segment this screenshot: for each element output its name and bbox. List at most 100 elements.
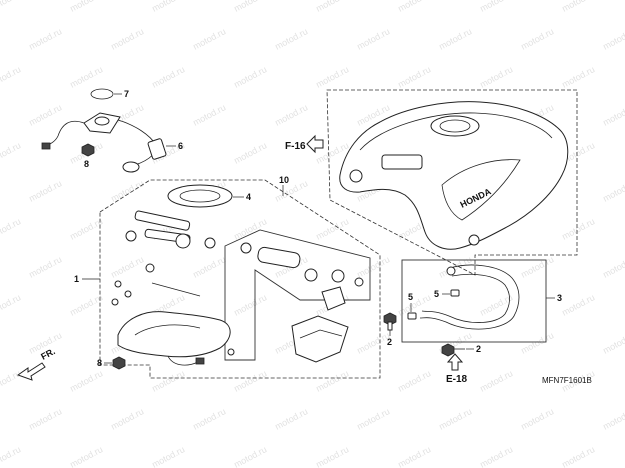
pump-small-part-b bbox=[124, 290, 132, 298]
pump-clip-a bbox=[331, 269, 345, 283]
watermark-text: motod.ru bbox=[68, 368, 104, 394]
ref-f16-arrow bbox=[306, 134, 324, 154]
watermark-text: motod.ru bbox=[273, 26, 309, 52]
pump-small-part-c bbox=[111, 298, 119, 306]
pump-fitting-c bbox=[125, 230, 137, 242]
bolt-2-left bbox=[383, 312, 397, 331]
watermark-text: motod.ru bbox=[0, 216, 22, 242]
fuel-pump-inner-box bbox=[224, 229, 371, 361]
watermark-text: motod.ru bbox=[355, 330, 391, 356]
watermark-text: motod.ru bbox=[519, 406, 555, 432]
watermark-text: motod.ru bbox=[150, 368, 186, 394]
pump-rod bbox=[151, 282, 201, 297]
watermark-text: motod.ru bbox=[560, 0, 596, 14]
watermark-text: motod.ru bbox=[68, 64, 104, 90]
ref-f16: F-16 bbox=[285, 141, 306, 152]
watermark-text: motod.ru bbox=[191, 406, 227, 432]
fuel-strainer bbox=[291, 315, 349, 363]
fuel-gauge-float bbox=[122, 161, 140, 173]
watermark-text: motod.ru bbox=[150, 444, 186, 468]
watermark-text: motod.ru bbox=[478, 368, 514, 394]
fuel-pump-packing-group: 4 bbox=[167, 184, 251, 208]
pump-fitting-b bbox=[204, 237, 216, 249]
front-direction-arrow bbox=[16, 362, 46, 381]
watermark-text: motod.ru bbox=[27, 254, 63, 280]
watermark-text: motod.ru bbox=[396, 64, 432, 90]
tank-mount-left bbox=[349, 169, 363, 183]
watermark-text: motod.ru bbox=[0, 292, 22, 318]
pump-clip-b bbox=[354, 277, 364, 287]
pump-small-part-a bbox=[114, 280, 122, 288]
watermark-text: motod.ru bbox=[314, 0, 350, 14]
fuel-pump-packing-inner bbox=[179, 189, 221, 203]
callout-1: 1 bbox=[74, 274, 79, 284]
fuel-pump-motor bbox=[257, 246, 301, 269]
tube-clip-top bbox=[446, 266, 456, 276]
fuel-gauge-group: 7 6 8 bbox=[41, 88, 183, 173]
fuel-pump-base bbox=[117, 311, 231, 358]
watermark-text: motod.ru bbox=[0, 64, 22, 90]
callout-2-left: 2 bbox=[387, 337, 392, 347]
ref-e18-arrow bbox=[446, 353, 464, 371]
fuel-pump-wire bbox=[167, 355, 199, 366]
watermark-text: motod.ru bbox=[273, 406, 309, 432]
watermark-text: motod.ru bbox=[109, 178, 145, 204]
watermark-text: motod.ru bbox=[601, 406, 625, 432]
callout-5-left: 5 bbox=[408, 292, 413, 302]
watermark-text: motod.ru bbox=[68, 216, 104, 242]
watermark-text: motod.ru bbox=[150, 0, 186, 14]
tank-mount-right bbox=[468, 234, 480, 246]
watermark-text: motod.ru bbox=[191, 102, 227, 128]
fuel-filler-cap bbox=[430, 115, 480, 137]
watermark-text: motod.ru bbox=[27, 102, 63, 128]
watermark-text: motod.ru bbox=[109, 406, 145, 432]
watermark-text: motod.ru bbox=[601, 102, 625, 128]
watermark-text: motod.ru bbox=[396, 444, 432, 468]
fuel-gauge-wire bbox=[45, 120, 85, 147]
watermark-text: motod.ru bbox=[232, 292, 268, 318]
fuel-tank-group: HONDA bbox=[326, 89, 578, 276]
watermark-text: motod.ru bbox=[109, 254, 145, 280]
callout-2-right: 2 bbox=[476, 344, 481, 354]
watermark-text: motod.ru bbox=[314, 64, 350, 90]
watermark-text: motod.ru bbox=[355, 254, 391, 280]
watermark-text: motod.ru bbox=[0, 444, 22, 468]
watermark-text: motod.ru bbox=[314, 444, 350, 468]
nut-8-top bbox=[81, 143, 95, 157]
fuel-tank-contour bbox=[359, 112, 553, 151]
watermark-text: motod.ru bbox=[396, 368, 432, 394]
breather-tube-outer bbox=[419, 264, 520, 330]
bolt-2-right bbox=[441, 343, 465, 357]
watermark-text: motod.ru bbox=[232, 444, 268, 468]
watermark-text: motod.ru bbox=[355, 26, 391, 52]
watermark-text: motod.ru bbox=[314, 368, 350, 394]
watermark-text: motod.ru bbox=[191, 26, 227, 52]
watermark-text: motod.ru bbox=[478, 0, 514, 14]
callout-4: 4 bbox=[246, 192, 251, 202]
watermark-text: motod.ru bbox=[68, 292, 104, 318]
watermark-text: motod.ru bbox=[273, 102, 309, 128]
fuel-tank-dashed-box bbox=[326, 89, 578, 276]
fuel-filler-cap-inner bbox=[439, 119, 471, 133]
watermark-text: motod.ru bbox=[519, 26, 555, 52]
ref-e18: E-18 bbox=[446, 374, 468, 385]
nut-8-bottom bbox=[112, 356, 126, 370]
callout-5-right: 5 bbox=[434, 289, 439, 299]
fuel-gauge-socket bbox=[94, 116, 110, 126]
tank-front-bracket bbox=[381, 154, 423, 170]
callout-3: 3 bbox=[557, 293, 562, 303]
pump-small-part-d bbox=[145, 263, 155, 273]
callout-8-top: 8 bbox=[84, 159, 89, 169]
watermark-text: motod.ru bbox=[27, 26, 63, 52]
watermark-text: motod.ru bbox=[191, 254, 227, 280]
watermark-text: motod.ru bbox=[601, 254, 625, 280]
fuel-gauge-sensor-body bbox=[147, 138, 167, 160]
fuel-pump-connector bbox=[195, 357, 205, 365]
fuel-strainer-detail bbox=[299, 329, 343, 339]
pump-pipe-upper bbox=[134, 210, 191, 231]
watermark-text: motod.ru bbox=[232, 0, 268, 14]
watermark-text: motod.ru bbox=[27, 178, 63, 204]
watermark-text: motod.ru bbox=[601, 330, 625, 356]
